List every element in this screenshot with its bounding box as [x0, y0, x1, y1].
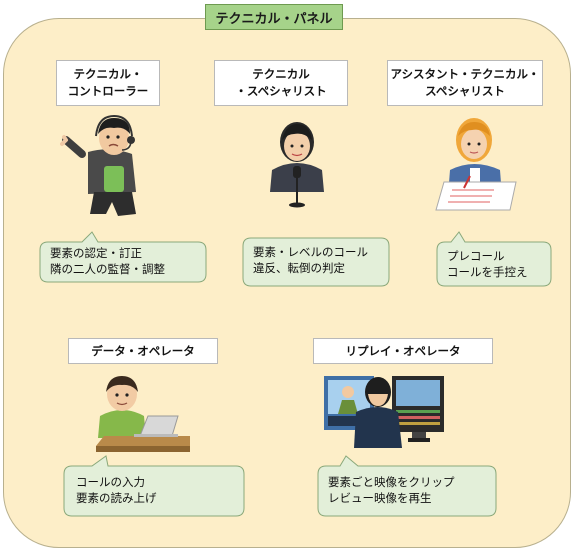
bubble-line2: コールを手控え [447, 265, 528, 279]
bubble-shape [242, 237, 390, 287]
bubble-shape [436, 231, 552, 287]
bubble-line2: 隣の二人の監督・調整 [50, 262, 165, 276]
bubble-data-operator: コールの入力 要素の読み上げ [62, 455, 246, 518]
assistant-figure [435, 118, 517, 211]
role-label-line2: スペシャリスト [425, 84, 505, 98]
role-label-line2: ・スペシャリスト [235, 84, 327, 98]
role-assistant-technical-specialist: アシスタント・テクニカル・ スペシャリスト [387, 60, 543, 106]
role-label-line1: テクニカル・ [73, 67, 143, 81]
role-replay-operator: リプレイ・オペレータ [313, 338, 493, 364]
bubble-shape [39, 231, 207, 283]
bubble-line2: レビュー映像を再生 [328, 491, 432, 505]
role-technical-specialist: テクニカル ・スペシャリスト [214, 60, 348, 106]
role-data-operator: データ・オペレータ [68, 338, 218, 364]
bubble-shape [63, 455, 245, 517]
bubble-line1: 要素ごと映像をクリップ [328, 475, 455, 489]
role-technical-controller: テクニカル・ コントローラー [56, 60, 160, 106]
bubble-specialist: 要素・レベルのコール 違反、転倒の判定 [241, 232, 391, 287]
role-label-line1: テクニカル [252, 67, 310, 81]
role-label-line1: アシスタント・テクニカル・ [390, 67, 540, 81]
role-label-line1: リプレイ・オペレータ [345, 343, 461, 358]
bubble-controller: 要素の認定・訂正 隣の二人の監督・調整 [38, 231, 208, 283]
bubble-assistant: プレコール コールを手控え [435, 231, 553, 287]
bubble-line2: 要素の読み上げ [76, 491, 157, 505]
specialist-figure [270, 122, 324, 208]
bubble-line2: 違反、転倒の判定 [253, 261, 345, 275]
data-operator-figure [96, 376, 190, 452]
role-label-line1: データ・オペレータ [91, 343, 195, 358]
bubble-shape [317, 455, 497, 517]
role-label-line2: コントローラー [67, 84, 149, 98]
bubble-line1: 要素の認定・訂正 [50, 246, 142, 260]
bubble-line1: プレコール [447, 249, 505, 263]
controller-figure [60, 114, 136, 216]
bubble-line1: コールの入力 [76, 475, 145, 489]
panel-title: テクニカル・パネル [205, 4, 343, 30]
bubble-line1: 要素・レベルのコール [253, 245, 368, 259]
bubble-replay-operator: 要素ごと映像をクリップ レビュー映像を再生 [316, 455, 498, 518]
replay-operator-figure [324, 376, 444, 448]
